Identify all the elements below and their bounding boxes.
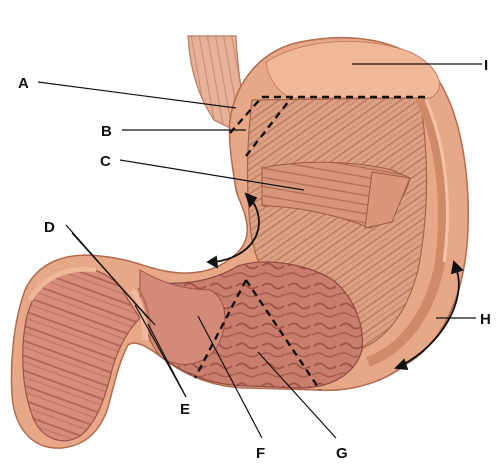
- fundus: [265, 40, 440, 99]
- label-f: F: [256, 445, 265, 462]
- label-e: E: [180, 401, 190, 418]
- label-a: A: [18, 75, 29, 92]
- label-c: C: [100, 153, 111, 170]
- label-i: I: [484, 57, 488, 74]
- label-b: B: [101, 123, 112, 140]
- pyloric-sphincter-inner: [137, 287, 152, 343]
- label-g: G: [336, 445, 348, 462]
- leader-lines: [37, 63, 482, 439]
- greater-curvature-edge: [424, 99, 449, 263]
- muscle-flap: [364, 171, 411, 229]
- duodenum-rim: [27, 266, 97, 302]
- label-h: H: [480, 311, 491, 328]
- label-d: D: [44, 219, 55, 236]
- greater-curvature-wall: [366, 95, 449, 367]
- greater-curvature-arrow: [394, 260, 464, 371]
- lesser-curvature-arrow: [206, 192, 260, 269]
- region-dashed-lines: [193, 95, 430, 391]
